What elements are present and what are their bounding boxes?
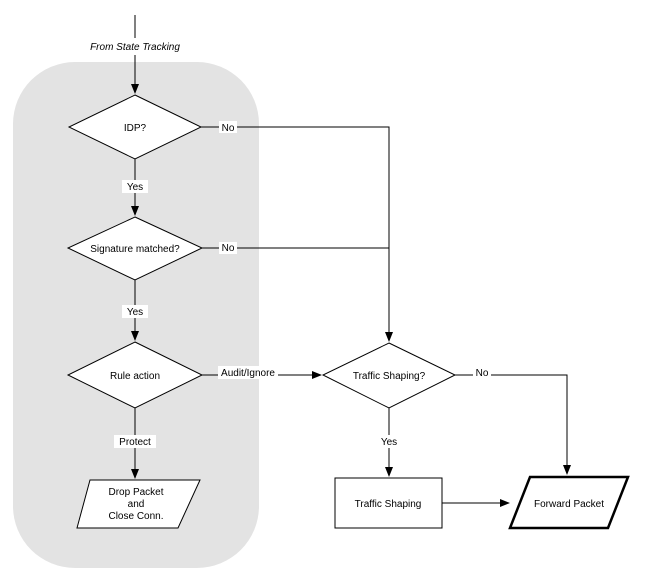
- rule-action-label: Rule action: [110, 371, 160, 382]
- shaping-yes-label: Yes: [381, 437, 397, 448]
- idp-yes-label: Yes: [127, 182, 143, 193]
- signature-no-label: No: [222, 243, 235, 254]
- drop-packet-label-line2: and: [128, 499, 145, 510]
- signature-yes-label: Yes: [127, 307, 143, 318]
- signature-decision-label: Signature matched?: [90, 244, 180, 255]
- forward-packet-node: [508, 475, 630, 530]
- traffic-shaping-node: [334, 477, 443, 529]
- forward-packet-label: Forward Packet: [534, 499, 604, 510]
- shaping-no-label: No: [476, 368, 489, 379]
- entry-label: From State Tracking: [90, 42, 180, 53]
- idp-no-label: No: [222, 123, 235, 134]
- shaping-no-line: [455, 374, 571, 475]
- drop-packet-label-line1: Drop Packet: [108, 487, 163, 498]
- traffic-shaping-label: Traffic Shaping: [355, 499, 422, 510]
- idp-no-line: [201, 126, 393, 342]
- rule-audit-label: Audit/Ignore: [221, 368, 275, 379]
- traffic-shaping-decision-label: Traffic Shaping?: [353, 371, 426, 382]
- idp-decision-label: IDP?: [124, 123, 147, 134]
- drop-packet-node: [76, 479, 201, 529]
- rule-protect-label: Protect: [119, 437, 151, 448]
- drop-packet-label-line3: Close Conn.: [108, 511, 163, 522]
